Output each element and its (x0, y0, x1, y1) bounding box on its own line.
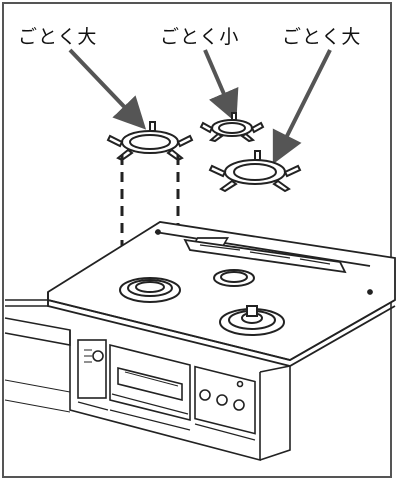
arrow-middle (205, 50, 230, 108)
burner-left (120, 278, 180, 302)
burner-small (214, 270, 254, 286)
grate-large-right (210, 151, 300, 191)
grate-large-left (108, 122, 192, 160)
grate-small (201, 113, 263, 141)
arrows (70, 50, 330, 150)
arrow-left (70, 50, 135, 118)
arrow-right (280, 50, 330, 150)
